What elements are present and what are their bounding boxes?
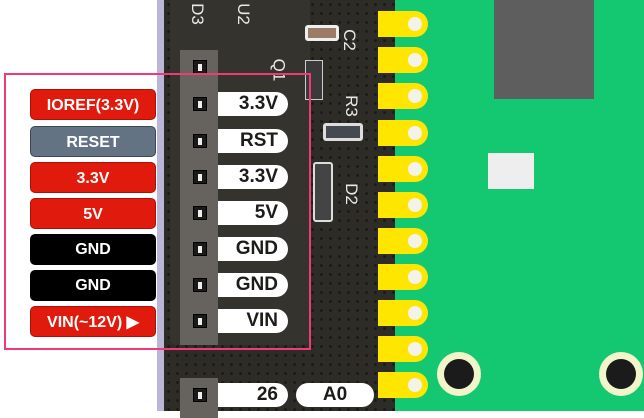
header-pin <box>193 206 207 220</box>
silk-d2: D2 <box>341 183 361 205</box>
function-label: 5V <box>30 198 156 229</box>
function-label: VIN(~12V) ▶ <box>30 306 156 337</box>
function-label: RESET <box>30 126 156 157</box>
header-pin <box>193 97 207 111</box>
castellated-pad <box>378 300 428 326</box>
silk-d3: D3 <box>187 3 207 25</box>
pin-label-26: 26 <box>218 383 288 407</box>
header-pin <box>193 60 207 74</box>
capacitor-c2 <box>305 25 339 41</box>
function-label: GND <box>30 270 156 301</box>
castellated-pad <box>378 228 428 254</box>
board-edge <box>157 0 164 411</box>
silk-r3: R3 <box>341 95 361 117</box>
pin-label: 3.3V <box>218 165 288 189</box>
castellated-pad <box>378 192 428 218</box>
pin-label: 3.3V <box>218 92 288 116</box>
resistor-r3 <box>323 123 363 141</box>
header-pin <box>193 388 207 402</box>
castellated-pad <box>378 156 428 182</box>
pin-label: VIN <box>218 309 288 333</box>
mounting-hole <box>437 352 481 396</box>
silk-c2: C2 <box>339 29 359 51</box>
castellated-pad <box>378 83 428 109</box>
castellated-pad <box>378 11 428 37</box>
castellated-pad <box>378 264 428 290</box>
pin-label: GND <box>218 273 288 297</box>
castellated-pad <box>378 47 428 73</box>
module-chip <box>494 0 594 99</box>
highlight-box <box>4 73 311 350</box>
pin-label-a0: A0 <box>296 383 374 407</box>
pin-label: 5V <box>218 201 288 225</box>
header-pin <box>193 170 207 184</box>
header-pin <box>193 314 207 328</box>
function-label: GND <box>30 234 156 265</box>
castellated-pad <box>378 120 428 146</box>
function-label: 3.3V <box>30 162 156 193</box>
header-pin <box>193 134 207 148</box>
pin-label: RST <box>218 129 288 153</box>
silk-u2: U2 <box>233 3 253 25</box>
function-label: IOREF(3.3V) <box>30 89 156 120</box>
diode-d2 <box>313 162 333 222</box>
castellated-pad <box>378 372 428 398</box>
castellated-pad <box>378 336 428 362</box>
pin-label: GND <box>218 237 288 261</box>
header-pin <box>193 278 207 292</box>
header-pin <box>193 242 207 256</box>
mounting-hole <box>599 352 643 396</box>
module-marker <box>488 153 534 189</box>
